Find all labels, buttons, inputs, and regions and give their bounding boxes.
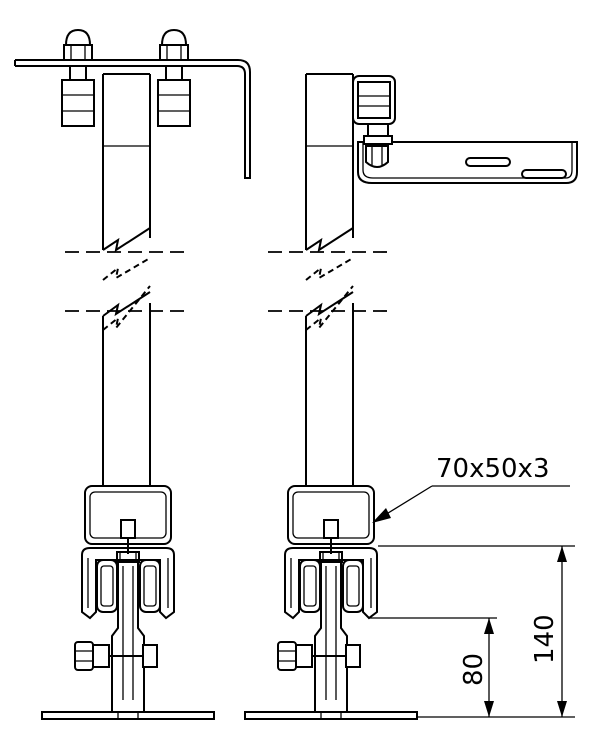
right-side-bracket xyxy=(357,141,578,184)
right-clamp-box xyxy=(287,485,375,554)
left-anchor xyxy=(41,562,215,720)
profile-callout: 70x50x3 xyxy=(372,454,570,523)
right-anchor xyxy=(244,562,418,720)
right-break-lines xyxy=(268,227,392,331)
dimension-lines: 140 80 xyxy=(368,545,575,718)
left-break-lines xyxy=(65,227,190,331)
left-top-bracket xyxy=(14,59,251,179)
right-carriage xyxy=(284,547,378,620)
right-view xyxy=(244,73,578,720)
left-bolt-1 xyxy=(61,28,95,127)
dimension-140-label: 140 xyxy=(530,614,560,664)
left-post-upper xyxy=(102,73,151,250)
left-post-lower xyxy=(102,303,151,486)
left-clamp-box xyxy=(84,485,172,554)
right-post-upper xyxy=(305,73,354,250)
dimension-80: 80 xyxy=(459,618,494,717)
dimension-140: 140 xyxy=(530,546,567,717)
profile-label: 70x50x3 xyxy=(436,454,549,484)
right-top-clamp xyxy=(352,75,396,168)
left-view xyxy=(14,28,251,720)
dimension-80-label: 80 xyxy=(459,653,489,686)
left-bolt-2 xyxy=(157,28,191,127)
right-post-lower xyxy=(305,303,354,486)
left-carriage xyxy=(81,547,175,620)
